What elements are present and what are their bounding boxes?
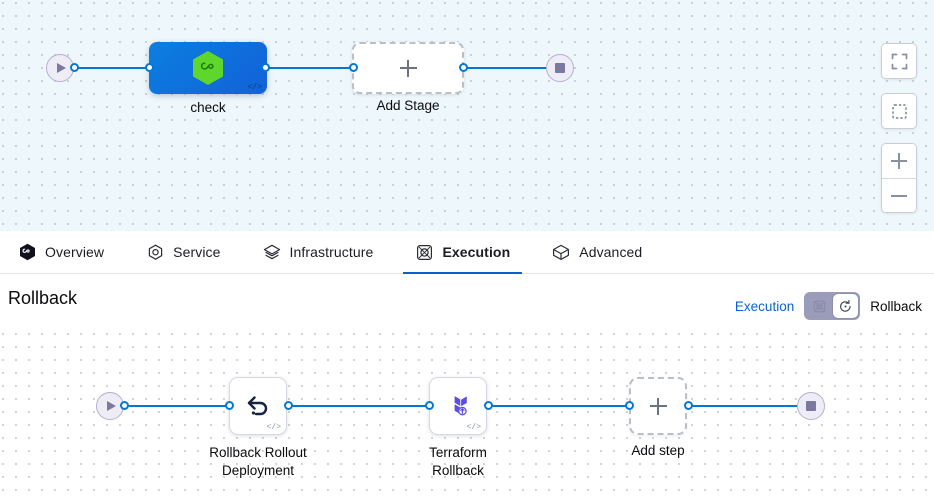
- toggle-label-execution[interactable]: Execution: [734, 298, 795, 314]
- code-badge-icon: </>: [466, 423, 481, 432]
- code-badge-icon: </>: [247, 83, 262, 92]
- edge-addstage-to-end: [462, 67, 550, 69]
- selection-mode-button[interactable]: [882, 94, 916, 128]
- pipeline-start-node[interactable]: [46, 54, 74, 82]
- tab-service[interactable]: Service: [146, 231, 220, 274]
- execution-icon: [812, 299, 826, 313]
- zoom-controls-group: [881, 143, 917, 213]
- zoom-in-button[interactable]: [882, 144, 916, 178]
- port-addstep-in: [625, 401, 634, 410]
- port-step2-out: [484, 401, 493, 410]
- tab-execution[interactable]: Execution: [403, 231, 523, 275]
- service-circle-icon: [146, 243, 164, 261]
- step-label-add-step: Add step: [631, 443, 685, 458]
- plus-icon: [649, 397, 667, 415]
- execution-rollback-toggle[interactable]: [804, 292, 861, 320]
- add-stage-button[interactable]: [352, 42, 464, 94]
- port-step2-in: [425, 401, 434, 410]
- fit-to-screen-button[interactable]: [882, 44, 916, 78]
- edge-start-to-step1: [124, 405, 229, 407]
- rollback-graph-canvas[interactable]: </> Rollback Rollout Deployment: [0, 331, 934, 500]
- port-check-out: [261, 63, 270, 72]
- page-title: Rollback: [8, 288, 78, 308]
- tab-overview[interactable]: Overview: [18, 231, 104, 274]
- stage-label-check: check: [190, 100, 226, 115]
- plus-icon: [891, 153, 907, 169]
- tab-label-execution: Execution: [442, 244, 511, 260]
- toggle-knob: [832, 293, 860, 319]
- port-addstage-in: [349, 63, 358, 72]
- tab-label-advanced: Advanced: [579, 244, 643, 260]
- tab-advanced[interactable]: Advanced: [552, 231, 642, 274]
- execution-icon: [415, 243, 433, 261]
- stage-config-tabs: Overview Service Infrastructure: [0, 231, 934, 275]
- tab-label-overview: Overview: [45, 244, 105, 260]
- minus-icon: [891, 188, 907, 204]
- layers-icon: [263, 243, 281, 261]
- rollback-arrow-icon: [243, 392, 273, 420]
- edge-addstep-to-end: [688, 405, 801, 407]
- step-label-terraform-rollback: Terraform Rollback: [429, 445, 487, 478]
- tab-label-service: Service: [173, 244, 221, 260]
- port-addstage-out: [459, 63, 468, 72]
- step-node-rollback-rollout-deployment[interactable]: </>: [229, 377, 287, 435]
- code-badge-icon: </>: [266, 423, 281, 432]
- stage-label-add-stage: Add Stage: [376, 98, 440, 113]
- port-addstep-out: [684, 401, 693, 410]
- edge-step2-to-addstep: [488, 405, 629, 407]
- toggle-label-rollback[interactable]: Rollback: [870, 298, 922, 314]
- rollback-header: Rollback Execution: [0, 274, 934, 331]
- stage-graph-canvas[interactable]: </> check Add Stage: [0, 0, 934, 231]
- edge-start-to-check: [74, 67, 154, 69]
- add-step-button[interactable]: [629, 377, 687, 435]
- edge-step1-to-step2: [288, 405, 429, 407]
- port-step1-in: [225, 401, 234, 410]
- tab-label-infrastructure: Infrastructure: [289, 244, 374, 260]
- zoom-out-button[interactable]: [882, 178, 916, 212]
- harness-hexagon-icon: [193, 51, 223, 85]
- fit-to-screen-group: [881, 43, 917, 79]
- selection-mode-group: [881, 93, 917, 129]
- rollback-end-node[interactable]: [797, 392, 825, 420]
- port-step1-out: [284, 401, 293, 410]
- step-node-terraform-rollback[interactable]: </>: [429, 377, 487, 435]
- terraform-icon: [443, 391, 473, 421]
- step-label-rollback-rollout-deployment: Rollback Rollout Deployment: [209, 445, 307, 478]
- harness-hexagon-icon: [18, 243, 36, 261]
- port-start-out: [70, 63, 79, 72]
- pipeline-end-node[interactable]: [546, 54, 574, 82]
- tab-infrastructure[interactable]: Infrastructure: [263, 231, 374, 274]
- stage-node-check[interactable]: </>: [149, 42, 267, 94]
- rollback-start-node[interactable]: [96, 392, 124, 420]
- plus-icon: [399, 59, 417, 77]
- port-rb-start-out: [120, 401, 129, 410]
- advanced-cube-icon: [552, 243, 570, 261]
- execution-rollback-toggle-row: Execution Rollback: [735, 292, 922, 320]
- edge-check-to-addstage: [265, 67, 353, 69]
- port-check-in: [145, 63, 154, 72]
